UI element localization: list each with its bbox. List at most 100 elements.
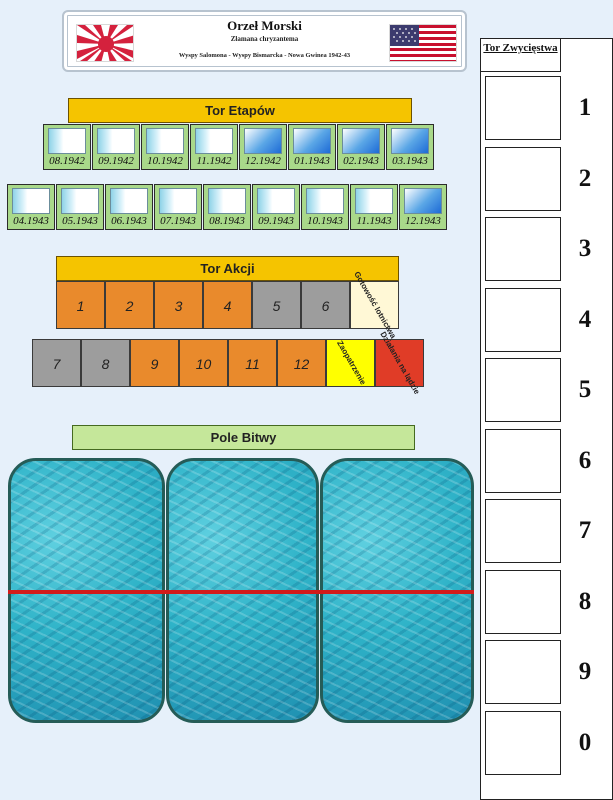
game-subtitle: Złamana chryzantema — [230, 35, 299, 43]
stage-track-header: Tor Etapów — [68, 98, 412, 123]
stage-cell[interactable]: 12.1942 — [239, 124, 287, 170]
victory-slot[interactable] — [485, 287, 561, 352]
stage-label: 03.1943 — [392, 155, 428, 167]
victory-slot[interactable] — [485, 146, 561, 211]
victory-number: 7 — [578, 517, 592, 544]
stage-label: 02.1943 — [343, 155, 379, 167]
land-operations-label: Działania na lądzie — [377, 330, 422, 396]
action-cell[interactable]: 9 — [130, 339, 179, 387]
stage-marker-slot — [195, 128, 233, 154]
stage-label: 12.1942 — [245, 155, 281, 167]
action-cell[interactable]: 5 — [252, 281, 301, 329]
victory-number: 1 — [578, 94, 592, 121]
stage-cell[interactable]: 06.1943 — [105, 184, 153, 230]
stage-cell[interactable]: 10.1942 — [141, 124, 189, 170]
air-readiness-label: Gotowość lotnictwa — [351, 270, 398, 340]
stage-cell[interactable]: 05.1943 — [56, 184, 104, 230]
stage-label: 10.1943 — [307, 215, 343, 227]
stage-marker-slot — [159, 188, 197, 214]
battlefield-header: Pole Bitwy — [72, 425, 415, 450]
stage-cell[interactable]: 01.1943 — [288, 124, 336, 170]
stage-cell[interactable]: 07.1943 — [154, 184, 202, 230]
victory-number: 3 — [578, 235, 592, 262]
victory-slot[interactable] — [485, 358, 561, 422]
action-cell[interactable]: 10 — [179, 339, 228, 387]
action-cell[interactable]: 11 — [228, 339, 277, 387]
action-cell[interactable]: 8 — [81, 339, 130, 387]
action-cell[interactable]: 6 — [301, 281, 350, 329]
victory-slot[interactable] — [485, 569, 561, 634]
stage-cell[interactable]: 04.1943 — [7, 184, 55, 230]
action-cell-air-readiness[interactable]: Gotowość lotnictwa — [350, 270, 399, 340]
victory-number: 0 — [578, 728, 592, 756]
stage-label: 08.1943 — [209, 215, 245, 227]
victory-number: 6 — [578, 446, 592, 474]
stage-marker-slot — [12, 188, 50, 214]
stage-label: 10.1942 — [147, 155, 183, 167]
stage-label: 04.1943 — [13, 215, 49, 227]
action-cell[interactable]: 12 — [277, 339, 326, 387]
supply-label: Zaopatrzenie — [334, 339, 368, 387]
action-track-header: Tor Akcji — [56, 256, 399, 281]
stage-marker-slot — [244, 128, 282, 154]
stage-label: 08.1942 — [49, 155, 85, 167]
stage-marker-slot — [208, 188, 246, 214]
stage-cell[interactable]: 08.1943 — [203, 184, 251, 230]
victory-slot[interactable] — [485, 76, 561, 140]
stage-cell[interactable]: 08.1942 — [43, 124, 91, 170]
stage-label: 09.1943 — [258, 215, 294, 227]
stage-marker-slot — [404, 188, 442, 214]
stage-label: 11.1942 — [196, 155, 232, 167]
stage-marker-slot — [391, 128, 429, 154]
stage-cell[interactable]: 11.1943 — [350, 184, 398, 230]
stage-marker-slot — [257, 188, 295, 214]
action-cell[interactable]: 7 — [32, 339, 81, 387]
victory-number: 5 — [578, 376, 592, 403]
victory-number: 9 — [578, 658, 592, 685]
victory-track-title: Tor Zwycięstwa — [481, 39, 561, 72]
game-header-card: Orzeł Morski Złamana chryzantema Wyspy S… — [62, 10, 467, 72]
stage-marker-slot — [146, 128, 184, 154]
stage-cell[interactable]: 09.1942 — [92, 124, 140, 170]
battle-front-line — [8, 590, 474, 594]
stage-cell[interactable]: 03.1943 — [386, 124, 434, 170]
stage-label: 12.1943 — [405, 215, 441, 227]
victory-slot[interactable] — [485, 710, 561, 775]
stage-marker-slot — [293, 128, 331, 154]
stage-marker-slot — [355, 188, 393, 214]
stage-cell[interactable]: 09.1943 — [252, 184, 300, 230]
stage-label: 09.1942 — [98, 155, 134, 167]
victory-slot[interactable] — [485, 217, 561, 281]
stage-label: 07.1943 — [160, 215, 196, 227]
stage-label: 05.1943 — [62, 215, 98, 227]
stage-label: 01.1943 — [294, 155, 330, 167]
victory-number: 4 — [578, 305, 592, 333]
action-cell[interactable]: 3 — [154, 281, 203, 329]
action-cell-supply[interactable]: Zaopatrzenie — [326, 339, 375, 387]
action-cell-land-operations[interactable]: Działania na lądzie — [375, 330, 424, 396]
stage-label: 11.1943 — [356, 215, 392, 227]
stage-marker-slot — [61, 188, 99, 214]
usa-flag-icon — [389, 24, 457, 62]
stage-label: 06.1943 — [111, 215, 147, 227]
stage-marker-slot — [342, 128, 380, 154]
stage-cell[interactable]: 12.1943 — [399, 184, 447, 230]
action-cell[interactable]: 2 — [105, 281, 154, 329]
stage-marker-slot — [306, 188, 344, 214]
victory-track: Tor Zwycięstwa 1 2 3 4 5 6 7 8 9 0 — [480, 38, 613, 800]
victory-number: 2 — [578, 164, 592, 192]
victory-slot[interactable] — [485, 499, 561, 563]
stage-marker-slot — [48, 128, 86, 154]
victory-slot[interactable] — [485, 428, 561, 493]
victory-number: 8 — [578, 587, 592, 615]
stage-cell[interactable]: 02.1943 — [337, 124, 385, 170]
game-region: Wyspy Salomona - Wyspy Bismarcka - Nowa … — [178, 52, 351, 59]
victory-slot[interactable] — [485, 640, 561, 704]
action-cell[interactable]: 1 — [56, 281, 105, 329]
stage-marker-slot — [97, 128, 135, 154]
action-cell[interactable]: 4 — [203, 281, 252, 329]
stage-cell[interactable]: 10.1943 — [301, 184, 349, 230]
stage-cell[interactable]: 11.1942 — [190, 124, 238, 170]
stage-marker-slot — [110, 188, 148, 214]
japan-rising-sun-flag-icon — [76, 24, 134, 62]
